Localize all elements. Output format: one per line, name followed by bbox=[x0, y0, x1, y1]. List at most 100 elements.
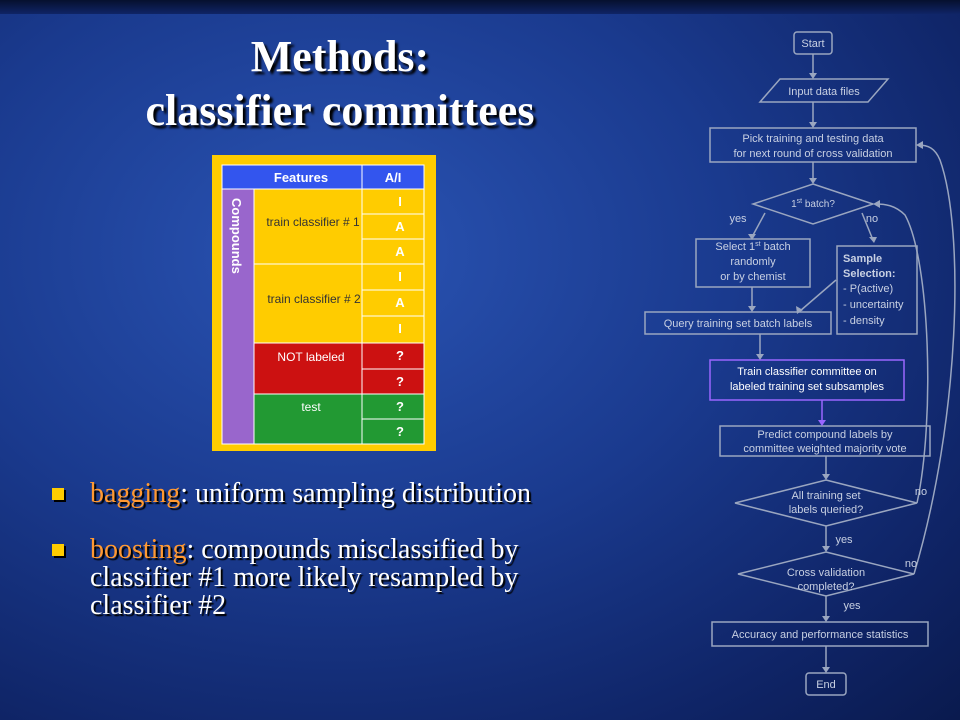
value-cell bbox=[361, 418, 425, 445]
no-label-1: no bbox=[866, 213, 878, 225]
title-line-1: Methods: bbox=[250, 32, 430, 81]
value-cell bbox=[361, 289, 425, 317]
query-label: Query training set batch labels bbox=[664, 318, 813, 330]
input-label: Input data files bbox=[788, 86, 860, 98]
flowchart bbox=[644, 31, 956, 696]
yes-label-2: yes bbox=[835, 534, 853, 546]
arrowhead bbox=[822, 546, 830, 552]
predict-label-1: Predict compound labels by bbox=[757, 429, 893, 441]
accuracy-label: Accuracy and performance statistics bbox=[732, 629, 909, 641]
query-node bbox=[644, 311, 832, 335]
value-cell bbox=[361, 263, 425, 291]
bullet-term: boosting bbox=[90, 534, 187, 565]
arrowhead bbox=[822, 616, 830, 622]
bullet-boosting: boosting: compounds misclassified by cla… bbox=[52, 536, 612, 620]
header-ai: A/I bbox=[385, 170, 402, 185]
value-cell bbox=[361, 315, 425, 344]
all-queried-decision bbox=[734, 479, 918, 527]
no-label-2: no bbox=[915, 486, 927, 498]
value-cell bbox=[361, 342, 425, 370]
arrowheads bbox=[748, 73, 923, 673]
group-test bbox=[253, 393, 363, 445]
title-line-2: classifier committees bbox=[145, 86, 535, 135]
side-column bbox=[221, 188, 255, 445]
sample-label-1: Sample bbox=[843, 253, 882, 265]
train-label-2: labeled training set subsamples bbox=[730, 381, 885, 393]
bullet-term: bagging bbox=[90, 478, 181, 509]
arrowhead bbox=[869, 237, 877, 243]
pick-label-2: for next round of cross validation bbox=[734, 148, 893, 160]
arrowhead bbox=[809, 73, 817, 79]
arrow bbox=[799, 279, 837, 312]
first-batch-label: 1st batch? bbox=[791, 198, 835, 210]
select-label-3: or by chemist bbox=[720, 271, 785, 283]
select-batch-node bbox=[695, 238, 811, 288]
group-label-4: test bbox=[301, 400, 321, 414]
sample-label-5: - density bbox=[843, 315, 885, 327]
yes-label-1: yes bbox=[729, 213, 747, 225]
all-queried-label-2: labels queried? bbox=[789, 504, 864, 516]
value-cell bbox=[361, 238, 425, 265]
sample-label-3: - P(active) bbox=[843, 283, 893, 295]
all-queried-label-1: All training set bbox=[791, 490, 860, 502]
input-node bbox=[758, 78, 890, 103]
arrow bbox=[751, 212, 766, 238]
loop-back-no-queried bbox=[874, 203, 929, 504]
header-ai-cell bbox=[361, 164, 425, 190]
value-text: ? bbox=[396, 424, 404, 439]
top-bar bbox=[0, 0, 960, 14]
value-text: ? bbox=[396, 374, 404, 389]
select-label-2: randomly bbox=[730, 256, 776, 268]
bullet-square-icon bbox=[52, 544, 64, 556]
bullet-text: : uniform sampling distribution bbox=[180, 478, 531, 509]
arrow bbox=[861, 212, 874, 241]
sample-label-4: - uncertainty bbox=[843, 299, 904, 311]
arrowhead bbox=[822, 474, 830, 480]
arrowhead bbox=[818, 420, 826, 426]
arrowhead bbox=[873, 200, 880, 208]
value-cell bbox=[361, 393, 425, 420]
arrowhead bbox=[822, 667, 830, 673]
group-train-1 bbox=[253, 188, 363, 265]
cv-label-2: completed? bbox=[798, 581, 855, 593]
value-text: A bbox=[395, 219, 405, 234]
header-features: Features bbox=[274, 170, 328, 185]
no-label-3: no bbox=[905, 558, 917, 570]
bullet-bagging: bagging: uniform sampling distribution bbox=[52, 480, 612, 508]
arrowhead bbox=[748, 306, 756, 312]
bullet-list: bagging: uniform sampling distribution b… bbox=[52, 480, 612, 648]
cv-label-1: Cross validation bbox=[787, 567, 865, 579]
pick-label-1: Pick training and testing data bbox=[742, 133, 884, 145]
value-texts: I A A I A I ? ? ? ? bbox=[395, 194, 405, 439]
train-node bbox=[709, 359, 905, 401]
value-text: A bbox=[395, 244, 405, 259]
arrowhead bbox=[796, 306, 803, 314]
value-text: I bbox=[398, 321, 402, 336]
group-label-3: NOT labeled bbox=[277, 350, 344, 364]
predict-label-2: committee weighted majority vote bbox=[743, 443, 906, 455]
arrowhead bbox=[809, 178, 817, 184]
select-label-1: Select 1st batch bbox=[715, 241, 790, 253]
value-text: I bbox=[398, 194, 402, 209]
value-text: ? bbox=[396, 399, 404, 414]
accuracy-node bbox=[711, 621, 929, 647]
end-label: End bbox=[816, 679, 836, 691]
predict-node bbox=[719, 425, 931, 457]
sample-label-2: Selection: bbox=[843, 268, 896, 280]
value-cells bbox=[361, 188, 425, 445]
first-batch-decision bbox=[750, 183, 876, 225]
arrowhead bbox=[809, 122, 817, 128]
header-features-cell bbox=[221, 164, 363, 190]
bullet-text: : compounds misclassified by classifier … bbox=[90, 534, 519, 621]
loop-back-no-cv bbox=[913, 144, 956, 575]
data-table: Features A/I Compounds train classifier … bbox=[221, 164, 425, 445]
value-cell bbox=[361, 213, 425, 240]
arrowhead bbox=[748, 234, 756, 240]
value-cell bbox=[361, 188, 425, 215]
slide-title: Methods: classifier committees bbox=[40, 30, 640, 138]
value-text: ? bbox=[396, 348, 404, 363]
bullet-square-icon bbox=[52, 488, 64, 500]
start-label: Start bbox=[801, 38, 824, 50]
arrowhead bbox=[916, 141, 923, 149]
